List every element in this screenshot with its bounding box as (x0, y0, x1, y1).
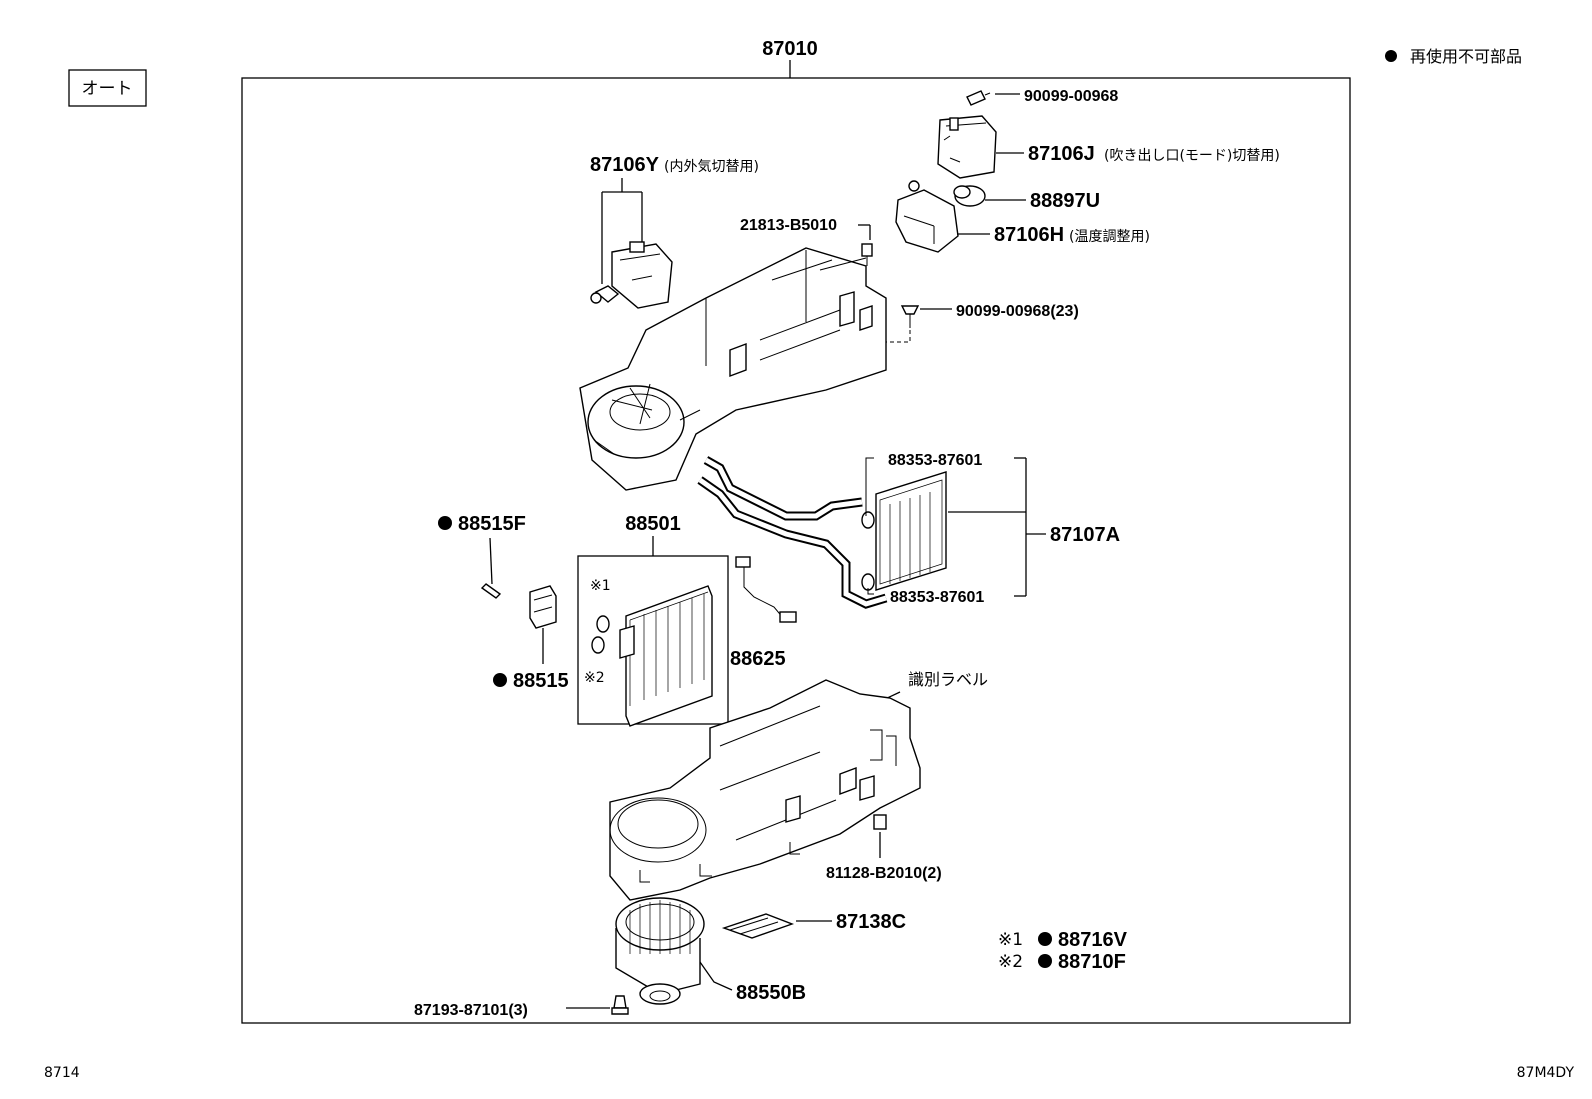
label-screw-87193: 87193-87101(3) (414, 1002, 528, 1019)
actuator-mode: 87106J (吹き出し口(モード)切替用) (937, 115, 1280, 179)
actuator-temp: 87106H (温度調整用) (895, 180, 1150, 253)
kit1-mark: ※1 (998, 930, 1023, 950)
kit1-number: 88716V (1058, 929, 1128, 951)
non-reusable-dot-icon (438, 516, 452, 530)
screw-87193: 87193-87101(3) (414, 995, 629, 1019)
label-resistor: 87138C (836, 911, 906, 933)
heater-core: 88353-87601 88353-87601 87107A (697, 452, 1120, 609)
label-blower-motor: 88550B (736, 982, 806, 1004)
label-heater-core: 87107A (1050, 524, 1120, 546)
resistor: 87138C (721, 911, 906, 939)
label-screw-23: 90099-00968(23) (956, 303, 1079, 320)
legend: 再使用不可部品 (1385, 47, 1522, 66)
blower-motor: 88550B (615, 897, 806, 1005)
label-screw-top: 90099-00968 (1024, 88, 1118, 105)
assembly-frame: 87010 (241, 38, 1351, 1024)
sensor-88897u: 88897U (953, 185, 1100, 212)
mode-label-box: オート (68, 69, 147, 107)
non-reusable-dot-icon (1038, 954, 1052, 968)
kit-list: ※1 88716V ※2 88710F (998, 929, 1128, 973)
kit2-number: 88710F (1058, 951, 1126, 973)
assembly-number: 87010 (762, 38, 818, 60)
legend-text: 再使用不可部品 (1410, 47, 1522, 66)
screw-top: 90099-00968 (966, 88, 1118, 106)
label-actuator-mode: 87106J (1028, 143, 1095, 165)
label-evaporator: 88501 (625, 513, 681, 535)
thermistor: 88625 (730, 556, 797, 670)
label-actuator-temp: 87106H (994, 224, 1064, 246)
mode-label: オート (82, 79, 133, 99)
evaporator: 88501 ※1 ※2 (577, 513, 729, 727)
label-clip-81128: 81128-B2010(2) (826, 865, 942, 882)
non-reusable-dot-icon (493, 673, 507, 687)
actuator-inout: 87106Y (内外気切替用) (590, 154, 759, 309)
mark-2: ※2 (584, 670, 605, 686)
note-actuator-mode: (吹き出し口(モード)切替用) (1104, 148, 1280, 164)
clip-81128: 81128-B2010(2) (826, 814, 942, 882)
non-reusable-dot-icon (1038, 932, 1052, 946)
label-thermistor: 88625 (730, 648, 786, 670)
footer-left-code: 8714 (44, 1065, 80, 1081)
label-actuator-inout: 87106Y (590, 154, 660, 176)
screw-23: 90099-00968(23) (880, 303, 1079, 343)
label-id-label: 識別ラベル (908, 670, 988, 689)
upper-case (579, 247, 887, 491)
label-sensor-88897u: 88897U (1030, 190, 1100, 212)
expansion-valve: 88515F 88515 (438, 513, 569, 692)
note-actuator-temp: (温度調整用) (1069, 229, 1150, 245)
kit2-mark: ※2 (998, 952, 1023, 972)
label-clip-21813: 21813-B5010 (740, 217, 837, 234)
label-bolt-88515f: 88515F (458, 513, 526, 535)
mark-1: ※1 (590, 578, 611, 594)
label-oring-upper: 88353-87601 (888, 452, 982, 469)
clip-21813: 21813-B5010 (740, 217, 873, 266)
note-actuator-inout: (内外気切替用) (664, 159, 759, 175)
label-oring-lower: 88353-87601 (890, 589, 984, 606)
label-expansion-valve: 88515 (513, 670, 569, 692)
footer-right-code: 87M4DY (1517, 1065, 1575, 1081)
legend-dot-icon (1385, 50, 1397, 62)
lower-case (609, 679, 921, 901)
